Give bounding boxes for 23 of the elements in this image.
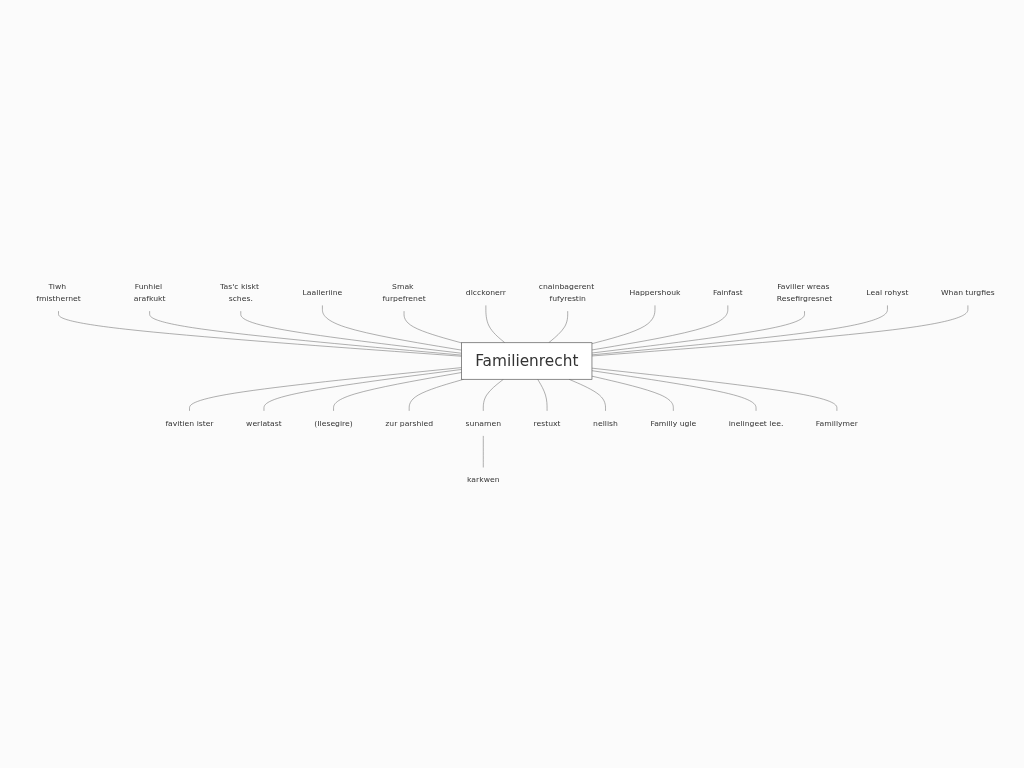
connector (483, 436, 484, 469)
connector (548, 311, 568, 344)
connector (149, 311, 462, 356)
connector (485, 305, 506, 344)
connector (189, 367, 462, 412)
connector (591, 368, 838, 412)
connector (591, 305, 656, 345)
connector (322, 305, 462, 351)
connector (58, 311, 462, 357)
connector (591, 305, 729, 351)
connector (263, 369, 462, 412)
connector (591, 311, 805, 354)
connector (333, 372, 462, 412)
connector (408, 379, 464, 412)
connector (483, 379, 504, 412)
node-box: Familienrecht (461, 342, 593, 381)
connector (240, 311, 462, 354)
connector (591, 376, 674, 412)
connector (403, 311, 462, 344)
connector (591, 305, 888, 356)
connector (537, 379, 548, 412)
connector (591, 305, 969, 357)
connector (591, 370, 757, 412)
